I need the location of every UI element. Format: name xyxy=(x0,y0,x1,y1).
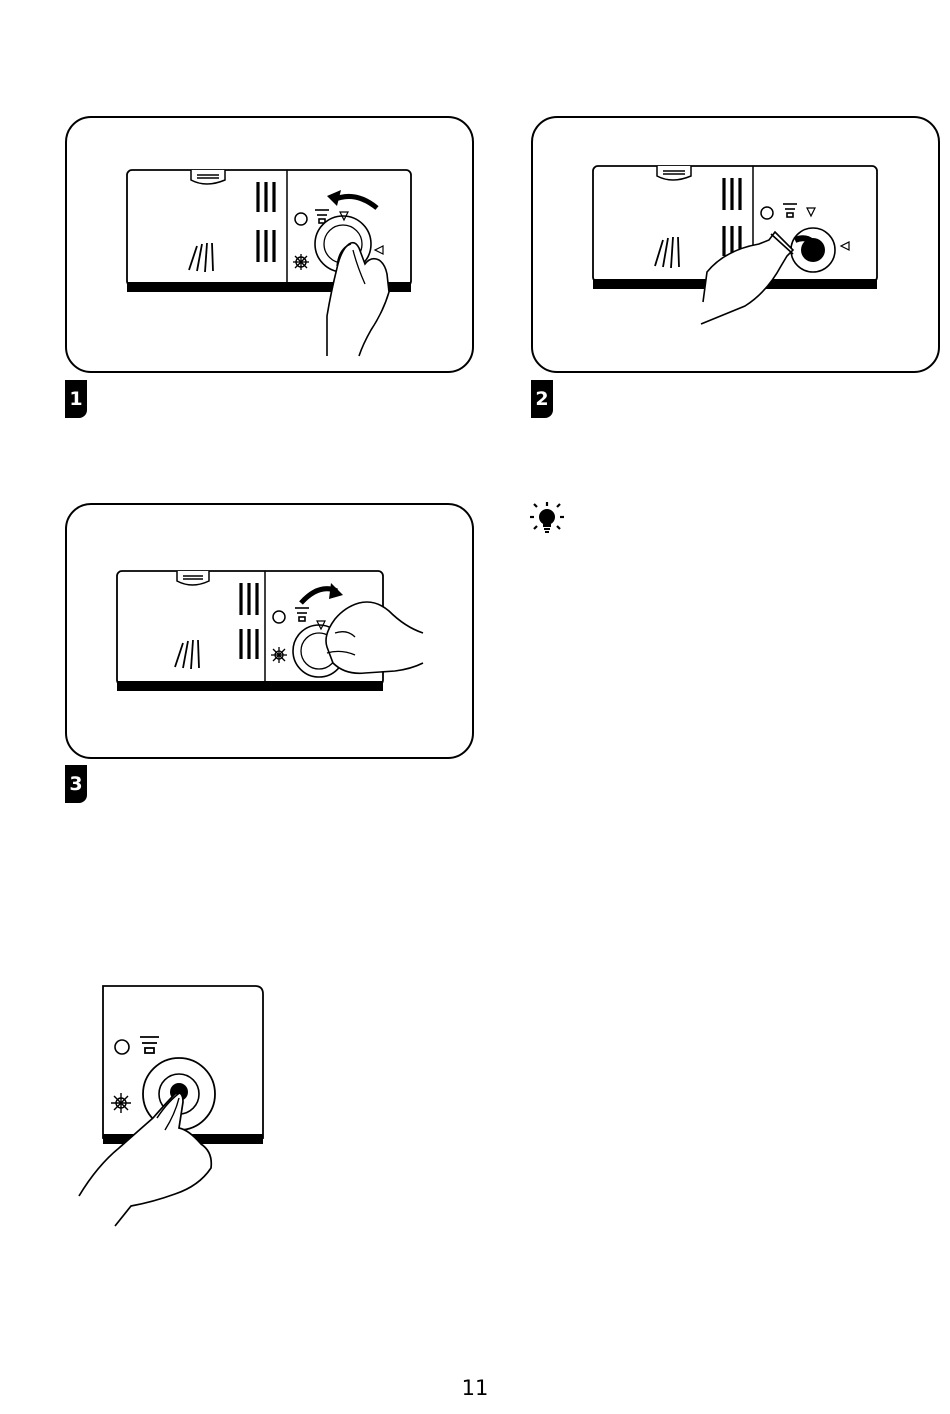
sun-icon xyxy=(111,1093,131,1113)
page-number: 11 xyxy=(0,1376,950,1400)
sun-icon xyxy=(271,647,287,663)
step-3-badge: 3 xyxy=(65,765,87,803)
step-3-illustration xyxy=(65,503,474,759)
lightbulb-icon xyxy=(530,502,564,542)
press-button-illustration xyxy=(75,980,275,1230)
step-2-badge: 2 xyxy=(531,380,553,418)
step-1-badge: 1 xyxy=(65,380,87,418)
step-2-illustration xyxy=(531,116,940,373)
hand xyxy=(326,602,423,673)
step-1-illustration xyxy=(65,116,474,373)
dispenser-bottom-edge xyxy=(117,681,383,691)
